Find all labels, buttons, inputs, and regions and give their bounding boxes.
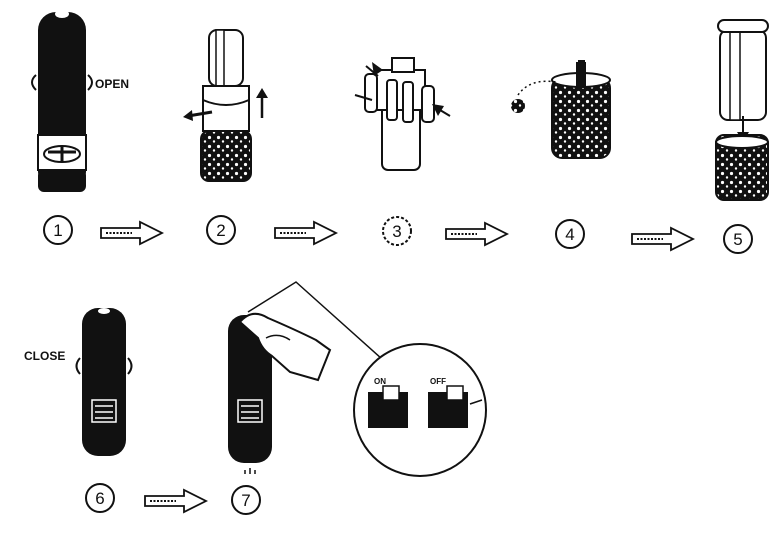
step-6-grinder-illustration — [75, 308, 133, 456]
step-number-4-text: 4 — [565, 225, 574, 244]
step-number-6-text: 6 — [95, 489, 104, 508]
step-1-grinder-illustration — [31, 10, 93, 192]
off-label: OFF — [430, 377, 446, 386]
step-number-6: 6 — [85, 483, 115, 513]
step-2-grinder-illustration — [183, 29, 268, 182]
step-arrow-1-to-2 — [100, 220, 165, 246]
step-arrow-3-to-4 — [445, 221, 510, 247]
step-4-filling-illustration — [511, 60, 611, 159]
switch-detail-bubble — [353, 343, 487, 477]
step-arrow-2-to-3 — [274, 220, 339, 246]
step-number-1: 1 — [43, 215, 73, 245]
step-number-7-text: 7 — [241, 491, 250, 510]
on-label: ON — [374, 377, 386, 386]
step-number-5: 5 — [723, 224, 753, 254]
step-number-1-text: 1 — [53, 221, 62, 240]
step-5-reassembly-illustration — [715, 19, 769, 201]
step-arrow-6-to-7 — [144, 488, 209, 514]
open-label: OPEN — [95, 77, 129, 91]
step-number-5-text: 5 — [733, 230, 742, 249]
step-number-3-text: 3 — [392, 222, 401, 241]
step-number-2: 2 — [206, 215, 236, 245]
step-7-grinder-illustration — [228, 281, 393, 474]
step-number-7: 7 — [231, 485, 261, 515]
close-label: CLOSE — [24, 349, 65, 363]
step-number-4: 4 — [555, 219, 585, 249]
step-arrow-4-to-5 — [631, 226, 696, 252]
step-number-3: 3 — [382, 216, 412, 246]
step-number-2-text: 2 — [216, 221, 225, 240]
step-3-battery-illustration — [354, 57, 451, 171]
